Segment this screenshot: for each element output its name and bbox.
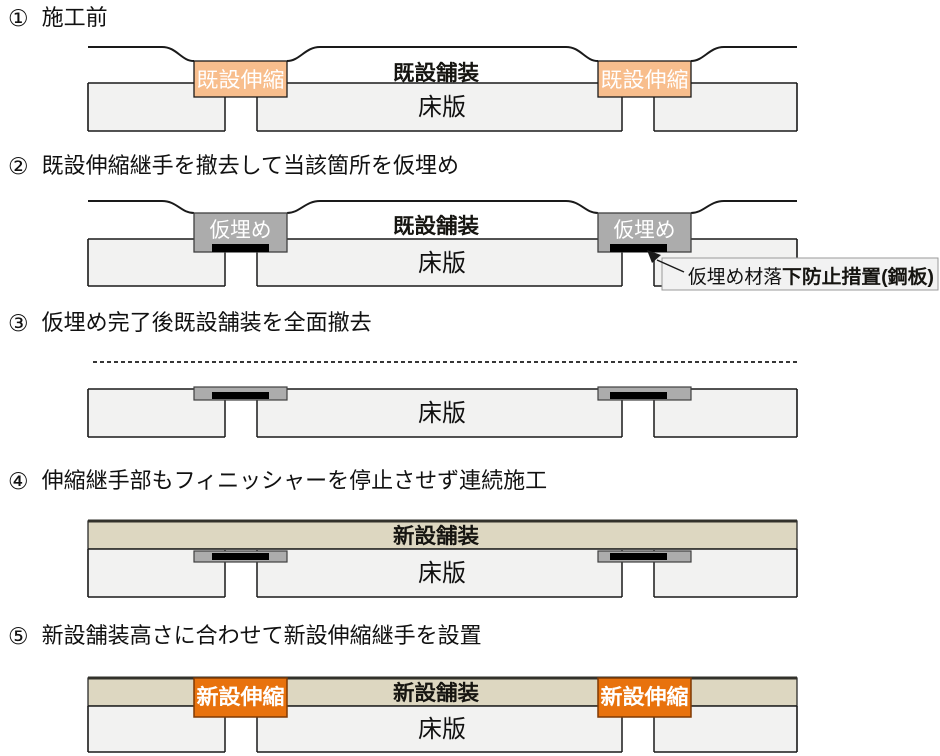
step4-slab-outline [87, 548, 798, 598]
step5-slab-outline [87, 705, 798, 753]
step5-new-joint-left [193, 677, 288, 718]
step5-heading: ⑤ 新設舗装高さに合わせて新設伸縮継手を設置 [8, 621, 482, 651]
step3-deck-slab-label: 床版 [418, 400, 466, 427]
step3-heading: ③ 仮埋め完了後既設舗装を全面撤去 [8, 308, 372, 338]
step1-heading: ① 施工前 [8, 3, 108, 33]
step2-steel-plate-right [610, 244, 667, 252]
step2-title: 既設伸縮継手を撤去して当該箇所を仮埋め [41, 153, 459, 178]
step1-existing-pavement-label: 既設舗装 [393, 61, 479, 85]
step2-annotation-bold: 下防止措置(鋼板) [782, 265, 934, 288]
step5-new-joint-right [597, 677, 692, 718]
step2-number: ② [8, 153, 29, 179]
step2-deck-slab-label: 床版 [418, 250, 466, 277]
step2-pavement-surface-line [88, 200, 797, 214]
step4-steel-plate-right [610, 553, 667, 560]
step1-diagram: 既設伸縮 既設伸縮 既設舗装 床版 [87, 46, 798, 135]
step3-number: ③ [8, 310, 29, 336]
step4-heading: ④ 伸縮継手部もフィニッシャーを停止させず連続施工 [8, 466, 547, 496]
step4-new-pavement-band [87, 520, 798, 550]
step5-gap-edges [224, 707, 655, 752]
step2-gap-edges [224, 240, 655, 286]
step4-title: 伸縮継手部もフィニッシャーを停止させず連続施工 [41, 468, 548, 493]
step1-number: ① [8, 5, 29, 31]
step1-title: 施工前 [41, 5, 108, 30]
step1-pavement-surface-line [88, 46, 797, 62]
step1-existing-joint-left [193, 60, 288, 98]
step2-annotation-normal: 仮埋め材落 [688, 266, 782, 288]
step4-steel-plate-left [212, 553, 269, 560]
step3-diagram: 床版 [87, 361, 798, 441]
step1-existing-joint-right [597, 60, 692, 98]
step5-new-joint-right-label: 新設伸縮 [601, 685, 689, 709]
step4-gap-edges [224, 550, 655, 597]
step5-new-joint-left-label: 新設伸縮 [197, 685, 285, 709]
step2-annotation-arrow-line [656, 259, 685, 273]
step3-title: 仮埋め完了後既設舗装を全面撤去 [41, 310, 372, 335]
step1-existing-joint-left-label: 既設伸縮 [197, 69, 285, 92]
step2-steel-plate-left [212, 244, 269, 252]
step5-title: 新設舗装高さに合わせて新設伸縮継手を設置 [41, 623, 482, 648]
step2-heading: ② 既設伸縮継手を撤去して当該箇所を仮埋め [8, 151, 459, 181]
step2-existing-pavement-label: 既設舗装 [393, 214, 479, 238]
step3-steel-plate-left [212, 392, 269, 399]
step3-steel-plate-right [610, 392, 667, 399]
step4-new-pavement-label: 新設舗装 [393, 524, 479, 548]
step2-annotation-text: 仮埋め材落下防止措置(鋼板) [688, 265, 934, 288]
step1-slab-outline [87, 82, 798, 132]
step2-temp-fill-left-label: 仮埋め [210, 219, 272, 242]
step5-number: ⑤ [8, 623, 29, 649]
step1-deck-slab-label: 床版 [418, 94, 466, 121]
step1-gap-edges [224, 84, 655, 131]
step3-gap-edges [224, 390, 655, 437]
step5-diagram: 新設伸縮 新設伸縮 新設舗装 床版 [87, 676, 798, 756]
step5-deck-slab-label: 床版 [418, 716, 466, 743]
step3-slab-outline [87, 388, 798, 438]
step2-diagram: 仮埋め 仮埋め 仮埋め材落下防止措置(鋼板) 既設舗装 床版 [87, 200, 939, 291]
step1-existing-joint-right-label: 既設伸縮 [601, 69, 689, 92]
step2-annotation-arrowhead [647, 250, 661, 263]
step5-new-pavement-label: 新設舗装 [393, 681, 479, 705]
step4-diagram: 新設舗装 床版 [87, 519, 798, 601]
step2-annotation-box [661, 257, 939, 291]
step2-temp-fill-right-label: 仮埋め [614, 219, 676, 242]
step4-deck-slab-label: 床版 [418, 560, 466, 587]
step4-number: ④ [8, 468, 29, 494]
